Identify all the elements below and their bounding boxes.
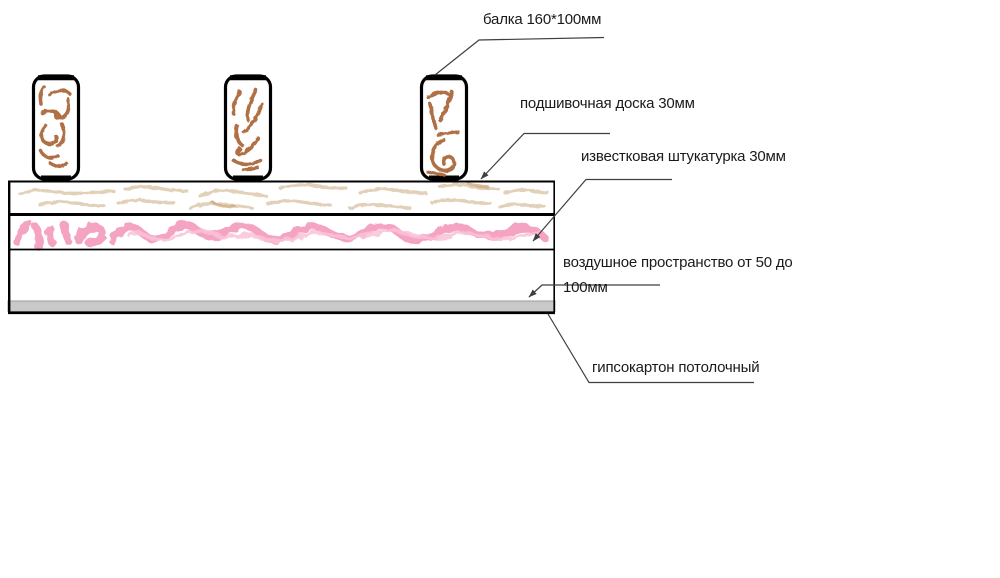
- beam-3: [419, 74, 469, 181]
- label-drywall: гипсокартон потолочный: [592, 359, 760, 376]
- lime-plaster-texture: [13, 219, 549, 250]
- label-air-gap-line2: 100мм: [563, 279, 608, 296]
- leader-lime-plaster: [532, 178, 672, 242]
- beam-2: [223, 74, 273, 181]
- beam-1: [31, 74, 81, 181]
- beam-1-grain: [38, 85, 72, 168]
- lining-board-texture: [18, 181, 549, 210]
- beam-3-grain: [426, 90, 460, 177]
- label-lime-plaster: известковая штукатурка 30мм: [581, 148, 786, 165]
- leader-air-gap: [528, 284, 660, 298]
- layer-outlines: [7, 180, 556, 315]
- label-air-gap-line1: воздушное пространство от 50 до: [563, 254, 793, 271]
- label-lining-board: подшивочная доска 30мм: [520, 95, 695, 112]
- beam-2-grain: [231, 88, 264, 172]
- drywall-strip: [7, 300, 556, 312]
- leader-lines: [434, 36, 754, 384]
- leader-lining-board: [480, 132, 610, 180]
- leader-beam: [434, 36, 605, 76]
- label-beam: балка 160*100мм: [483, 11, 602, 28]
- leader-drywall: [547, 313, 754, 384]
